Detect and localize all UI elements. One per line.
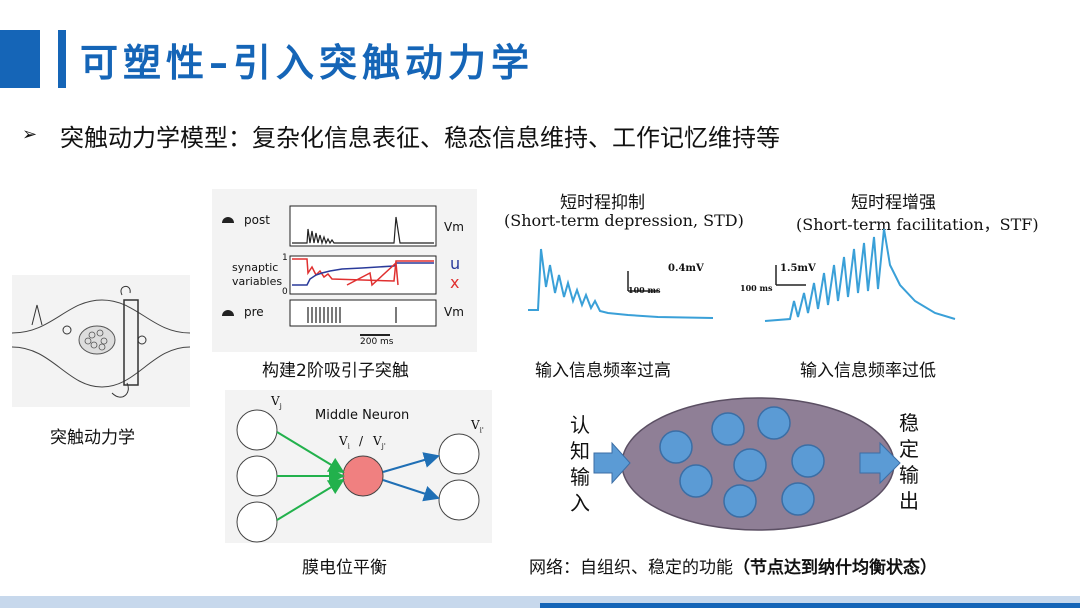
page-title: 可塑性–引入突触动力学 bbox=[80, 41, 535, 85]
u-label: u bbox=[450, 254, 461, 273]
bullet-text: 突触动力学模型：复杂化信息表征、稳态信息维持、工作记忆维持等 bbox=[60, 124, 780, 152]
stf-subtitle: (Short-term facilitation，STF) bbox=[796, 215, 1039, 234]
input-arrow-icon bbox=[593, 441, 631, 485]
neuron-panel: Middle Neuron Vj Vi / Vj' Vi' bbox=[225, 390, 492, 543]
std-trace-panel: 0.4mV 100 ms bbox=[508, 235, 723, 330]
synapse-caption: 突触动力学 bbox=[50, 428, 135, 448]
std-caption: 输入信息频率过高 bbox=[535, 361, 671, 381]
std-title: 短时程抑制 bbox=[560, 193, 645, 213]
footer-accent bbox=[540, 603, 1080, 608]
stf-voltage-scale: 1.5mV bbox=[780, 263, 816, 274]
network-graphic bbox=[593, 397, 901, 531]
pre-label: pre bbox=[244, 305, 264, 319]
stf-trace-graphic bbox=[764, 228, 956, 322]
slash-label: / bbox=[359, 434, 364, 448]
std-subtitle: (Short-term depression, STD) bbox=[504, 211, 744, 230]
network-diagram bbox=[560, 395, 940, 535]
stable-output-label: 稳 定 输 出 bbox=[899, 411, 919, 513]
attractor-caption: 构建2阶吸引子突触 bbox=[262, 361, 409, 381]
synapse-diagram-graphic bbox=[11, 286, 191, 398]
synaptic-label: synaptic bbox=[232, 261, 279, 274]
synapse-diagram bbox=[11, 275, 191, 407]
title-accent-line bbox=[58, 30, 66, 88]
vi-label: Vi bbox=[339, 434, 350, 451]
stf-time-scale: 100 ms bbox=[740, 283, 773, 293]
middle-neuron-label: Middle Neuron bbox=[315, 408, 410, 423]
title-accent-bar bbox=[0, 30, 40, 88]
x-label: x bbox=[450, 273, 460, 292]
time-scale-label: 200 ms bbox=[360, 337, 394, 347]
stf-title: 短时程增强 bbox=[851, 193, 936, 213]
std-trace-graphic bbox=[528, 248, 714, 319]
std-time-scale: 100 ms bbox=[628, 285, 661, 295]
stf-trace-panel: 1.5mV 100 ms bbox=[740, 225, 980, 335]
vm-top-label: Vm bbox=[444, 220, 464, 234]
vip-label: Vi' bbox=[471, 418, 484, 435]
one-tick: 1 bbox=[282, 253, 288, 263]
stf-caption: 输入信息频率过低 bbox=[800, 361, 936, 381]
bullet-arrow-icon: ➢ bbox=[22, 124, 38, 145]
post-label: post bbox=[244, 213, 270, 227]
network-caption: 网络：自组织、稳定的功能（节点达到纳什均衡状态） bbox=[529, 558, 937, 578]
pre-neuron-icon bbox=[222, 310, 234, 316]
vj-label: Vj bbox=[271, 394, 282, 411]
zero-tick: 0 bbox=[282, 287, 288, 297]
variables-label: variables bbox=[232, 275, 283, 288]
output-arrow-icon bbox=[859, 441, 901, 485]
vjp-label: Vj' bbox=[373, 434, 386, 451]
attractor-panel: post pre synaptic variables 1 0 Vm Vm u … bbox=[212, 189, 477, 352]
post-neuron-icon bbox=[222, 217, 234, 223]
vm-bottom-label: Vm bbox=[444, 305, 464, 319]
neuron-graphic bbox=[236, 409, 480, 543]
std-voltage-scale: 0.4mV bbox=[668, 263, 704, 274]
attractor-graphic bbox=[222, 205, 437, 336]
cognitive-input-label: 认 知 输 入 bbox=[570, 413, 590, 515]
neuron-caption: 膜电位平衡 bbox=[302, 558, 387, 578]
